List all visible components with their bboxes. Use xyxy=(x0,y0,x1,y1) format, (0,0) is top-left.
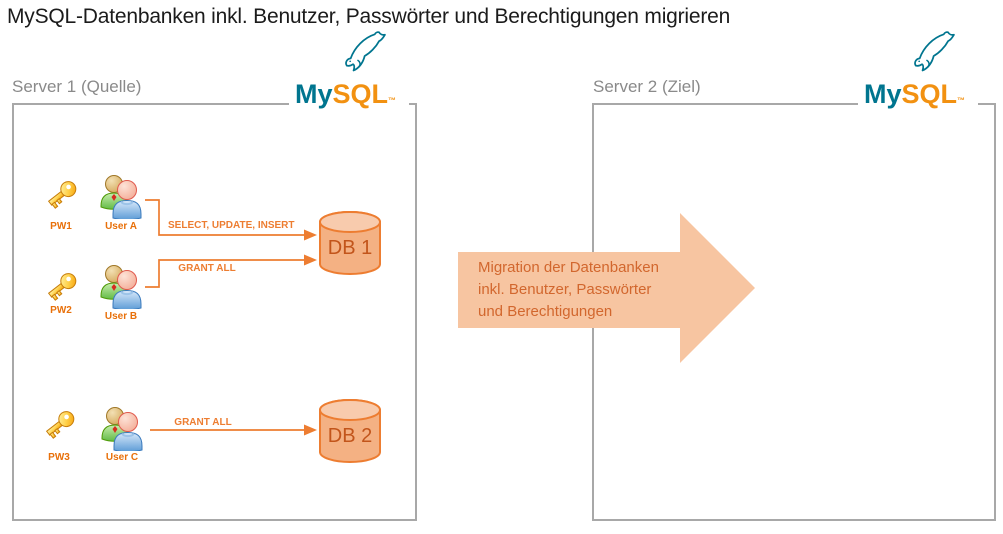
permission-label: GRANT ALL xyxy=(174,417,232,428)
mysql-logo-source: MySQL™ xyxy=(289,30,409,114)
database-label: DB 1 xyxy=(328,237,372,259)
users-icon xyxy=(100,175,142,219)
users-icon xyxy=(100,265,142,309)
mysql-wordmark: MySQL™ xyxy=(295,79,397,109)
permission-label: SELECT, UPDATE, INSERT xyxy=(168,220,295,231)
password-label: PW3 xyxy=(48,452,70,463)
key-icon xyxy=(47,273,77,301)
user-label: User C xyxy=(105,452,139,463)
mysql-dolphin-icon xyxy=(345,31,386,72)
source-server-label: Server 1 (Quelle) xyxy=(12,77,142,96)
database-label: DB 2 xyxy=(328,425,372,447)
password-label: PW1 xyxy=(50,221,72,232)
mysql-logo-target: MySQL™ xyxy=(858,30,978,114)
key-icon xyxy=(45,411,75,439)
page-title: MySQL-Datenbanken inkl. Benutzer, Passwö… xyxy=(7,5,731,28)
password-label: PW2 xyxy=(50,305,72,316)
mysql-dolphin-icon xyxy=(914,31,955,72)
key-icon xyxy=(47,181,77,209)
database-cylinder-icon: DB 1 xyxy=(319,211,381,275)
user-label: User A xyxy=(105,221,137,232)
mysql-wordmark: MySQL™ xyxy=(864,79,966,109)
migration-arrow-text: Migration der Datenbanken inkl. Benutzer… xyxy=(478,259,659,320)
users-icon xyxy=(101,407,143,451)
user-label: User B xyxy=(104,311,138,322)
permission-label: GRANT ALL xyxy=(178,263,236,274)
database-cylinder-icon: DB 2 xyxy=(319,399,381,463)
target-server-label: Server 2 (Ziel) xyxy=(593,77,701,96)
